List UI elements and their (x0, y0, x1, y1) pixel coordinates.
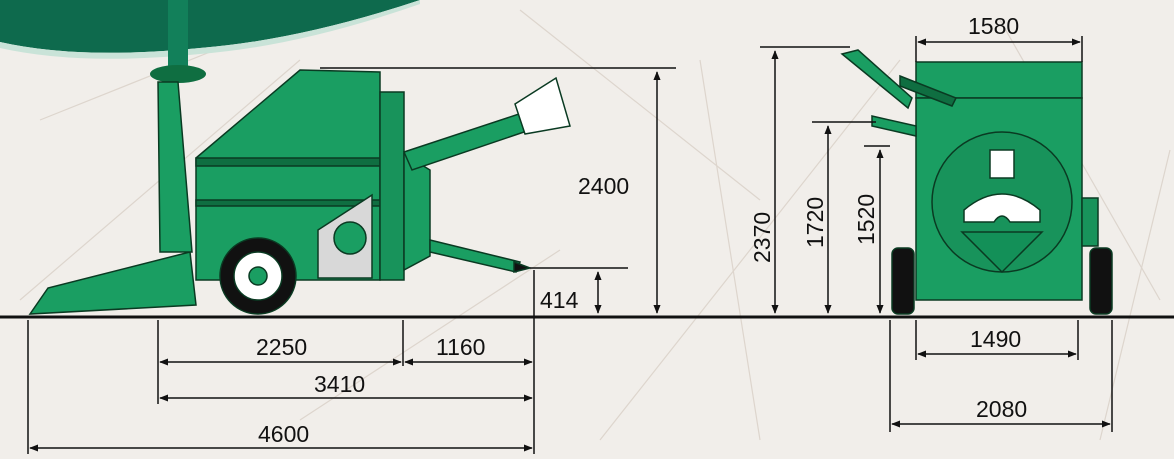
front-view-dimensions: 1580 2370 1720 1520 1490 2080 (749, 13, 1113, 432)
side-wheel (219, 237, 297, 315)
dim-label-1580: 1580 (968, 13, 1019, 39)
canopy-graphic (0, 0, 420, 83)
dim-label-2250: 2250 (256, 334, 307, 360)
dim-label-2370: 2370 (749, 212, 775, 263)
discharge-pipe (402, 111, 531, 171)
feeder-tray (28, 251, 197, 315)
dim-label-1520: 1520 (853, 194, 879, 245)
front-wheel-right (1089, 247, 1113, 315)
front-view-machine (840, 49, 1113, 315)
dim-label-4600: 4600 (258, 421, 309, 447)
side-view-dimensions: 2400 414 2250 1160 3410 4600 (27, 67, 676, 454)
dim-label-1490: 1490 (970, 326, 1021, 352)
dim-label-3410: 3410 (314, 371, 365, 397)
dim-label-414: 414 (540, 287, 579, 313)
dim-label-2400: 2400 (578, 173, 629, 199)
dim-label-2080: 2080 (976, 396, 1027, 422)
side-view-machine (28, 69, 571, 315)
dim-label-1160: 1160 (436, 334, 485, 360)
dim-label-1720: 1720 (802, 197, 828, 248)
front-wheel-left (891, 247, 915, 315)
